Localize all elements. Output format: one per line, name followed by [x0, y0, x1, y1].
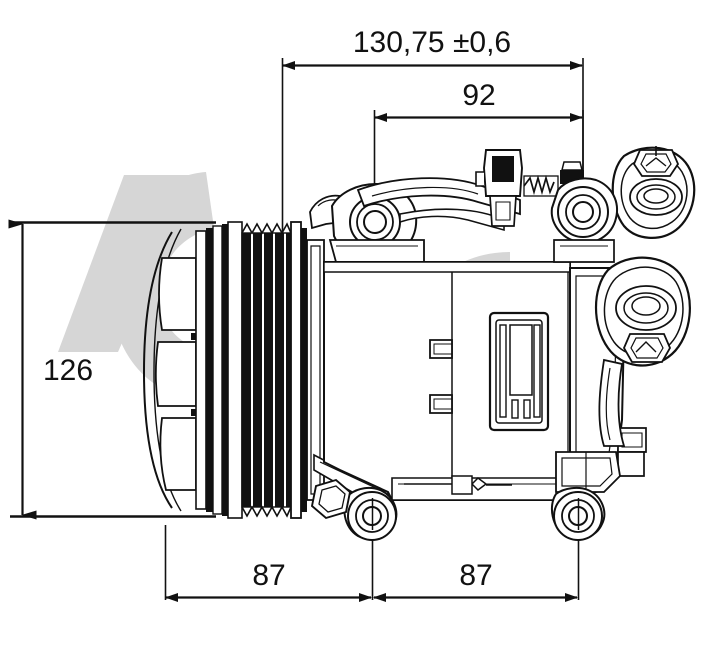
- mount-boss-top-left: [328, 182, 425, 263]
- dimension-overall-height: [8, 219, 216, 520]
- dimension-label-mount-pitch-left: 87: [252, 559, 285, 592]
- compressor-body: [323, 261, 571, 501]
- dimension-label-mount-pitch-right: 87: [459, 559, 492, 592]
- suction-port: [611, 146, 696, 239]
- dimension-label-overall-width: 130,75 ±0,6: [353, 26, 511, 59]
- compressor-assembly: [142, 146, 696, 541]
- clutch-hub: [142, 228, 199, 512]
- mount-boss-top-right: [550, 177, 618, 263]
- pulley: [195, 221, 307, 519]
- id-plate: [488, 311, 550, 432]
- discharge-port: [594, 256, 691, 447]
- dimension-label-mount-span-width: 92: [462, 79, 495, 112]
- dimension-label-overall-height: 126: [43, 354, 93, 387]
